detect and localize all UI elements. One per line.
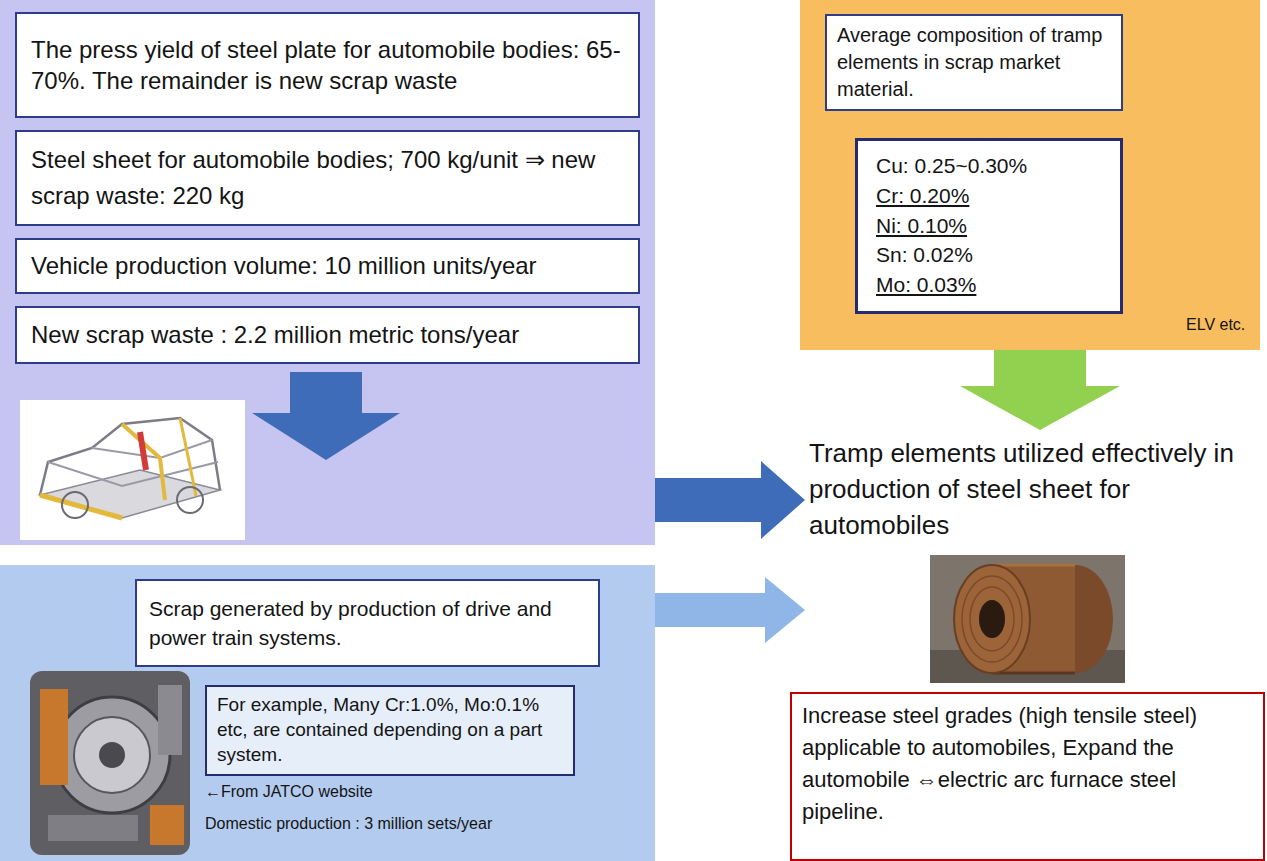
conclusion-box: Increase steel grades (high tensile stee… [790, 692, 1265, 861]
car-wheel-arch [177, 487, 203, 513]
photo-ground [930, 555, 1125, 683]
node-text: Steel sheet for automobile bodies; 700 k… [31, 142, 624, 214]
node-text: Mo: 0.03% [876, 270, 1102, 300]
node-text: Ni: 0.10% [876, 211, 1102, 241]
node-text: The press yield of steel plate for autom… [31, 34, 624, 96]
node-text: Average composition of tramp elements in… [837, 22, 1111, 103]
node-text: Scrap generated by production of drive a… [149, 594, 586, 653]
car-b-pillar [140, 432, 146, 470]
shaft [99, 742, 125, 768]
group-panel: ELV etc. Average composition of tramp ele… [800, 0, 1260, 350]
car-c-pillar [180, 418, 196, 496]
clutch-part [40, 689, 68, 785]
car-sill [40, 495, 122, 518]
process-box: New scrap waste : 2.2 million metric ton… [15, 306, 640, 364]
node-text: Vehicle production volume: 10 million un… [31, 250, 624, 281]
coil-edge [992, 564, 1075, 567]
down-arrow [252, 372, 400, 460]
process-box: The press yield of steel plate for autom… [15, 12, 640, 118]
flow-arrow [655, 577, 805, 643]
group-panel: The press yield of steel plate for autom… [0, 0, 655, 545]
flow-arrow [655, 461, 805, 539]
coil-ring [970, 587, 1014, 651]
gear-housing [54, 697, 170, 813]
coil-edge [992, 672, 1075, 675]
node-text: ←From JATCO website [205, 783, 373, 801]
process-box: Scrap generated by production of drive a… [135, 579, 600, 667]
node-text: New scrap waste : 2.2 million metric ton… [31, 319, 624, 350]
coil-ring [962, 576, 1022, 662]
node-text: Domestic production : 3 million sets/yea… [205, 815, 492, 833]
process-box: Vehicle production volume: 10 million un… [15, 238, 640, 294]
car-wheel-arch [62, 492, 88, 518]
photo-ground [20, 400, 245, 540]
node-text: ELV etc. [1186, 316, 1245, 334]
coil-face [954, 565, 1030, 673]
node-text: Tramp elements utilized effectively in p… [809, 436, 1251, 544]
coil-bore [979, 600, 1005, 638]
gear [74, 717, 150, 793]
result-text: Tramp elements utilized effectively in p… [805, 430, 1255, 690]
group-panel: ←From JATCO websiteDomestic production :… [0, 565, 655, 861]
case-rib [158, 685, 182, 755]
node-text: Cr: 0.20% [876, 181, 1102, 211]
process-box: Steel sheet for automobile bodies; 700 k… [15, 130, 640, 226]
car-pillar [122, 424, 165, 500]
composition-list: Cu: 0.25~0.30%Cr: 0.20%Ni: 0.10%Sn: 0.02… [855, 138, 1123, 314]
node-text: Cu: 0.25~0.30% [876, 151, 1102, 181]
node-text: Increase steel grades (high tensile stee… [802, 700, 1253, 828]
process-box: Average composition of tramp elements in… [825, 14, 1123, 111]
node-text: Sn: 0.02% [876, 240, 1102, 270]
node-text: For example, Many Cr:1.0%, Mo:0.1% etc, … [217, 693, 563, 767]
note-box: For example, Many Cr:1.0%, Mo:0.1% etc, … [205, 685, 575, 776]
clutch-part [150, 805, 184, 845]
steel-coil-photo [930, 555, 1130, 685]
case-rib [48, 815, 138, 841]
flow-arrow [960, 350, 1120, 430]
transmission-case [30, 671, 190, 855]
